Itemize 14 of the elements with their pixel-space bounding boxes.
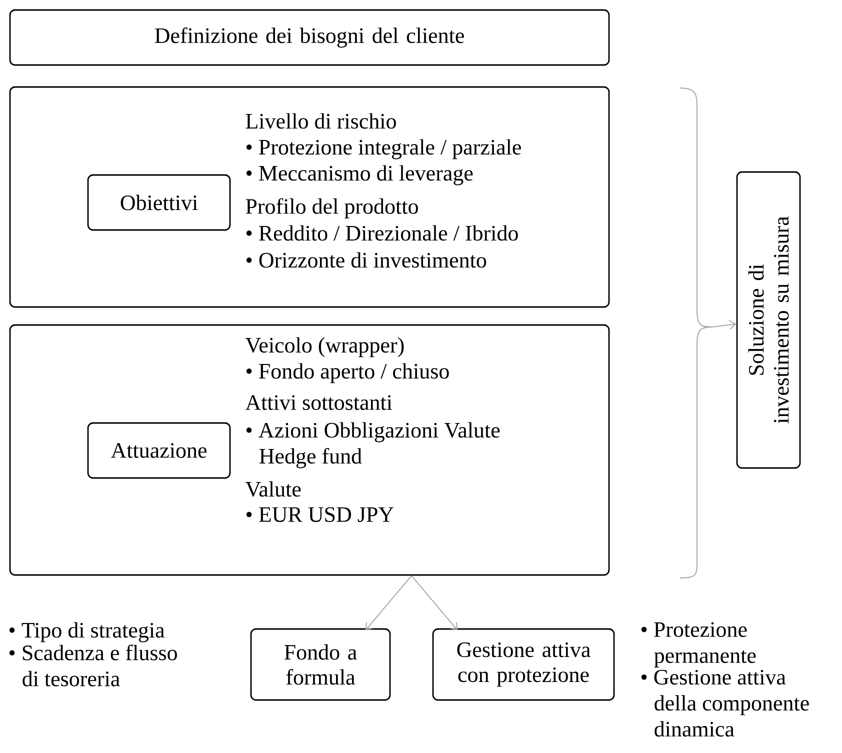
bullet-text: • Tipo di strategia — [9, 622, 165, 642]
brace — [680, 88, 712, 578]
arrow — [366, 575, 412, 630]
side-box: Soluzione di investimento su misura — [736, 171, 801, 469]
arrow — [411, 575, 458, 630]
bullet-text: • Protezione permanente — [641, 622, 756, 668]
process-box: Definizione dei bisogni del cliente — [9, 9, 610, 66]
process-box: Obiettivi — [87, 174, 231, 231]
process-box: Gestione attiva con protezione — [432, 628, 615, 701]
bullet-text: • Gestione attiva della componente dinamica — [641, 670, 809, 737]
process-box: Fondo a formula — [250, 628, 391, 701]
arrow — [712, 320, 736, 330]
process-box: Attuazione — [87, 422, 231, 479]
bullet-text: • Scadenza e flusso di tesoreria — [9, 644, 177, 686]
